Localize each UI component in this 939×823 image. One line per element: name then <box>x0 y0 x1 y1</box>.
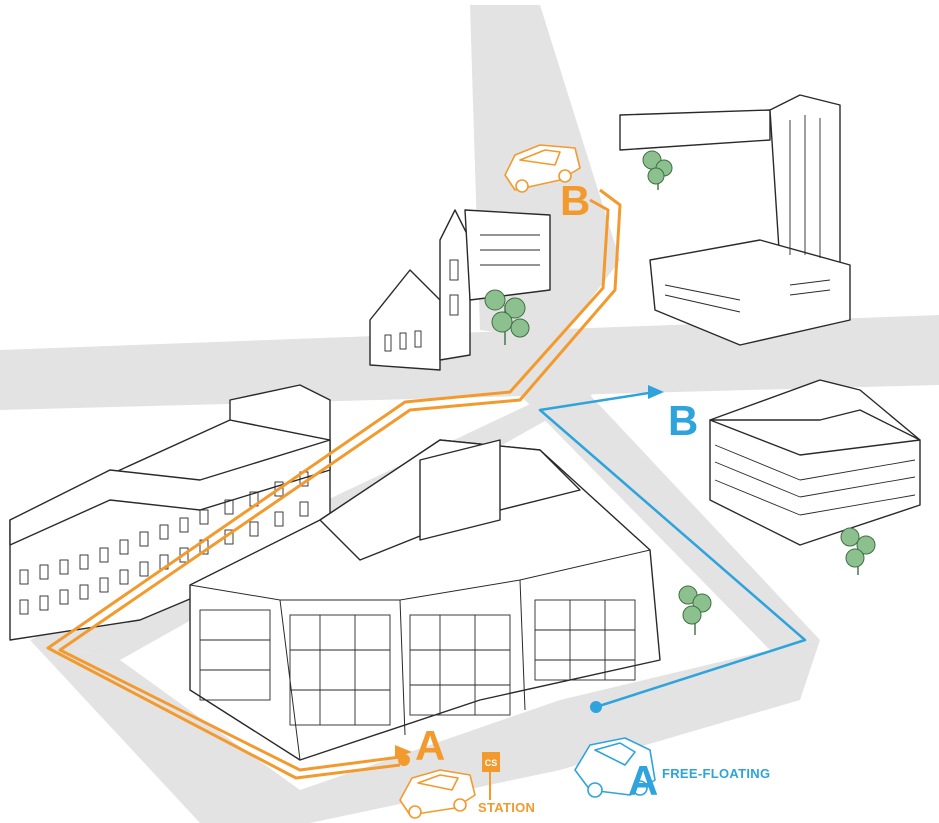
free-floating-arrow-head <box>648 385 664 399</box>
car-icon <box>504 144 581 193</box>
trees <box>484 150 876 635</box>
tree-icon <box>840 527 876 575</box>
car-icon <box>399 769 476 819</box>
row-windows <box>19 471 309 615</box>
central-block <box>189 439 661 761</box>
road-east-west <box>0 315 939 410</box>
church-tower <box>439 209 471 361</box>
row-roofs <box>9 439 331 546</box>
station-route <box>46 188 622 780</box>
tower-complex <box>619 94 851 346</box>
office-body <box>709 379 921 546</box>
station-start-label: A <box>415 722 445 769</box>
station-end-label: B <box>560 177 590 224</box>
car-icon <box>574 737 656 798</box>
row-tall-house <box>229 384 331 441</box>
road-south <box>30 640 820 823</box>
free-floating-start-dot <box>590 701 602 713</box>
tree-icon <box>484 289 530 345</box>
church <box>369 209 551 371</box>
tower-podium <box>649 239 851 346</box>
central-windows <box>199 599 636 726</box>
free-floating-start-label: A <box>628 757 658 804</box>
tower-bridge <box>619 109 771 151</box>
central-tower <box>419 439 501 541</box>
station-sign-icon: CS <box>482 752 500 800</box>
office-roof <box>709 409 921 456</box>
church-annex <box>464 209 551 301</box>
station-start-dot <box>398 754 410 766</box>
station-arrow-head <box>395 745 412 758</box>
church-nave <box>369 269 441 371</box>
station-caption: STATION <box>478 800 535 815</box>
tree-icon <box>642 150 673 190</box>
west-row-buildings <box>9 384 331 641</box>
free-floating-caption: FREE-FLOATING <box>662 766 770 781</box>
east-office <box>709 379 921 546</box>
free-floating-route <box>538 385 807 713</box>
station-sign-text: CS <box>485 758 498 768</box>
free-floating-end-label: B <box>668 397 698 444</box>
tree-icon <box>678 585 712 635</box>
